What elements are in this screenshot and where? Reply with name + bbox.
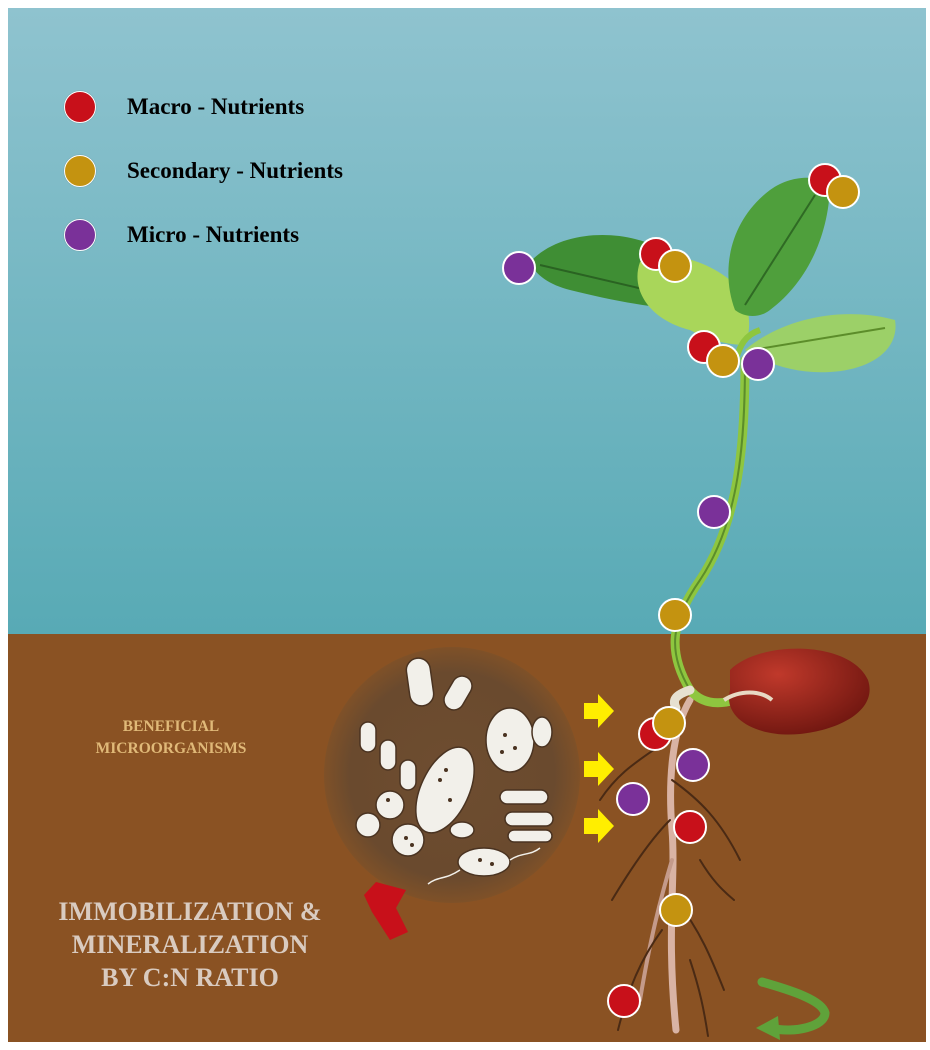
legend-item-micro: Micro - Nutrients bbox=[64, 218, 299, 252]
marker-secondary bbox=[659, 599, 691, 631]
legend-item-secondary: Secondary - Nutrients bbox=[64, 154, 343, 188]
legend-label-macro: Macro - Nutrients bbox=[127, 94, 304, 120]
marker-macro bbox=[608, 985, 640, 1017]
legend-swatch-micro bbox=[64, 219, 96, 251]
legend-swatch-secondary bbox=[64, 155, 96, 187]
marker-secondary bbox=[659, 250, 691, 282]
marker-macro bbox=[674, 811, 706, 843]
marker-micro bbox=[677, 749, 709, 781]
marker-secondary bbox=[653, 707, 685, 739]
marker-secondary bbox=[660, 894, 692, 926]
microorganism-circle bbox=[324, 647, 580, 903]
legend-label-micro: Micro - Nutrients bbox=[127, 222, 299, 248]
legend-label-secondary: Secondary - Nutrients bbox=[127, 158, 343, 184]
legend-swatch-macro bbox=[64, 91, 96, 123]
marker-micro bbox=[617, 783, 649, 815]
marker-micro bbox=[698, 496, 730, 528]
immobilization-mineralization-caption: IMMOBILIZATION & MINERALIZATION BY C:N R… bbox=[10, 895, 370, 994]
marker-micro bbox=[503, 252, 535, 284]
marker-micro bbox=[742, 348, 774, 380]
marker-secondary bbox=[707, 345, 739, 377]
microorganisms-caption: BENEFICIAL MICROORGANISMS bbox=[48, 716, 294, 760]
legend-item-macro: Macro - Nutrients bbox=[64, 90, 304, 124]
marker-secondary bbox=[827, 176, 859, 208]
